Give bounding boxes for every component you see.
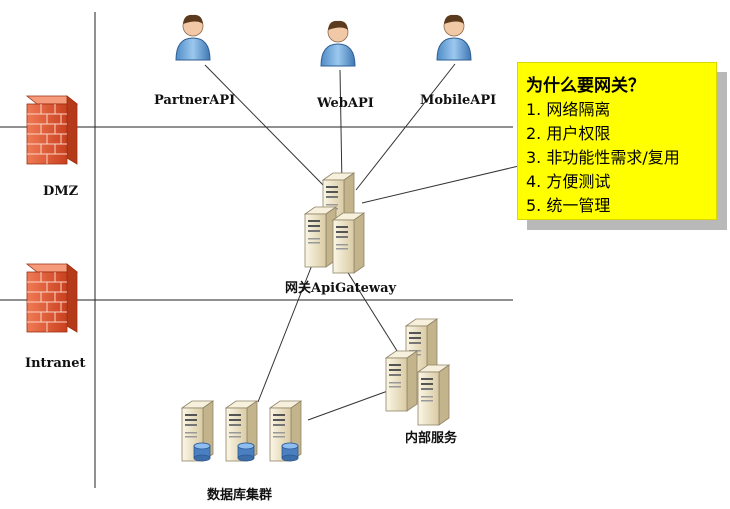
link-gateway-note xyxy=(361,164,524,204)
gateway-label: 网关ApiGateway xyxy=(285,281,397,296)
link-web-gateway xyxy=(339,69,343,186)
note-title: 为什么要网关？ xyxy=(526,76,645,96)
link-gateway-db xyxy=(257,264,313,403)
note-item: 2. 用户权限 xyxy=(526,124,611,143)
connection-lines xyxy=(204,63,524,421)
why-gateway-note: 为什么要网关？ 1. 网络隔离 2. 用户权限 3. 非功能性需求/复用 4. … xyxy=(517,62,717,220)
note-item: 1. 网络隔离 xyxy=(526,100,611,119)
intranet-firewall-icon xyxy=(26,263,82,333)
note-item: 5. 统一管理 xyxy=(526,196,611,215)
note-item: 3. 非功能性需求/复用 xyxy=(526,148,680,167)
mobile-api-label: MobileAPI xyxy=(420,93,497,108)
gateway-server-icon xyxy=(304,172,365,274)
database-cluster-label: 数据库集群 xyxy=(207,488,273,503)
dmz-label: DMZ xyxy=(43,184,79,199)
partner-api-label: PartnerAPI xyxy=(154,93,236,108)
link-gateway-internal xyxy=(344,267,405,363)
internal-services-server-icon xyxy=(385,318,450,426)
web-api-label: WebAPI xyxy=(317,96,374,111)
database-cluster-icon xyxy=(182,401,301,461)
mobile-user-icon xyxy=(436,14,472,61)
internal-services-label: 内部服务 xyxy=(405,431,458,446)
link-db-internal xyxy=(307,387,397,421)
web-user-icon xyxy=(320,20,356,67)
intranet-label: Intranet xyxy=(25,356,86,371)
link-partner-gateway xyxy=(204,64,329,191)
partner-user-icon xyxy=(175,14,211,61)
link-mobile-gateway xyxy=(355,63,456,191)
note-item: 4. 方便测试 xyxy=(526,172,611,191)
dmz-firewall-icon xyxy=(26,95,82,165)
